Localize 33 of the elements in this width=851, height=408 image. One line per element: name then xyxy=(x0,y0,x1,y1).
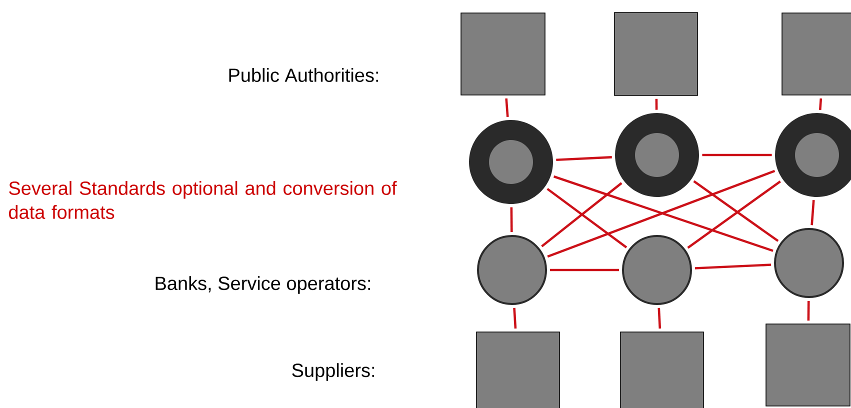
square-node xyxy=(460,12,546,96)
square-node xyxy=(782,12,851,96)
connector-line xyxy=(547,170,776,258)
square-node xyxy=(766,324,850,406)
ring-node xyxy=(775,113,851,197)
connector-line xyxy=(694,264,772,270)
connector-line xyxy=(655,98,658,110)
connector-line xyxy=(546,188,628,248)
square-node xyxy=(614,12,698,96)
connector-line xyxy=(810,200,815,226)
connector-line xyxy=(510,207,513,232)
connector-line xyxy=(550,268,619,272)
ring-node xyxy=(615,113,699,197)
circle-node xyxy=(477,235,547,305)
connector-line xyxy=(658,308,662,329)
connector-line xyxy=(556,156,612,161)
label-text: Several Standards optional and conversion of data formats xyxy=(9,181,397,219)
connector-line xyxy=(807,300,810,321)
connector-line xyxy=(693,180,779,242)
square-node xyxy=(620,332,704,408)
circle-node xyxy=(622,235,692,305)
label-text: Suppliers: xyxy=(292,363,374,381)
connector-line xyxy=(553,175,774,252)
label-text: Public Authorities: xyxy=(229,68,378,82)
circle-node xyxy=(774,228,844,298)
connector-line xyxy=(687,180,781,249)
connector-line xyxy=(702,154,772,156)
connector-line xyxy=(818,98,822,110)
connector-line xyxy=(513,308,517,329)
connector-line xyxy=(541,182,622,248)
label-text: Banks, Service operators: xyxy=(156,276,370,294)
connector-line xyxy=(505,98,509,118)
ring-node xyxy=(469,120,553,204)
